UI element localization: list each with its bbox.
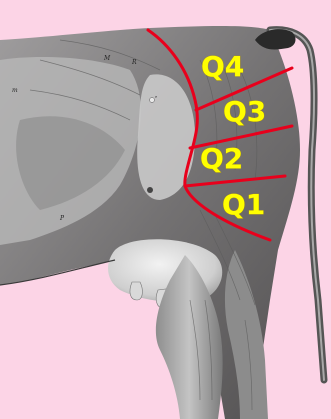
svg-text:M: M: [103, 55, 111, 62]
quarter-label-q3: Q3: [223, 95, 266, 128]
teat-front: [130, 282, 142, 300]
marker-dot-2: [147, 187, 153, 193]
svg-text:R: R: [131, 59, 137, 66]
quarter-label-q2: Q2: [200, 142, 243, 175]
svg-text:m: m: [12, 87, 18, 94]
quarter-label-q1: Q1: [222, 188, 265, 221]
marker-dot-1: [150, 98, 155, 103]
quarter-label-q4: Q4: [201, 50, 244, 83]
